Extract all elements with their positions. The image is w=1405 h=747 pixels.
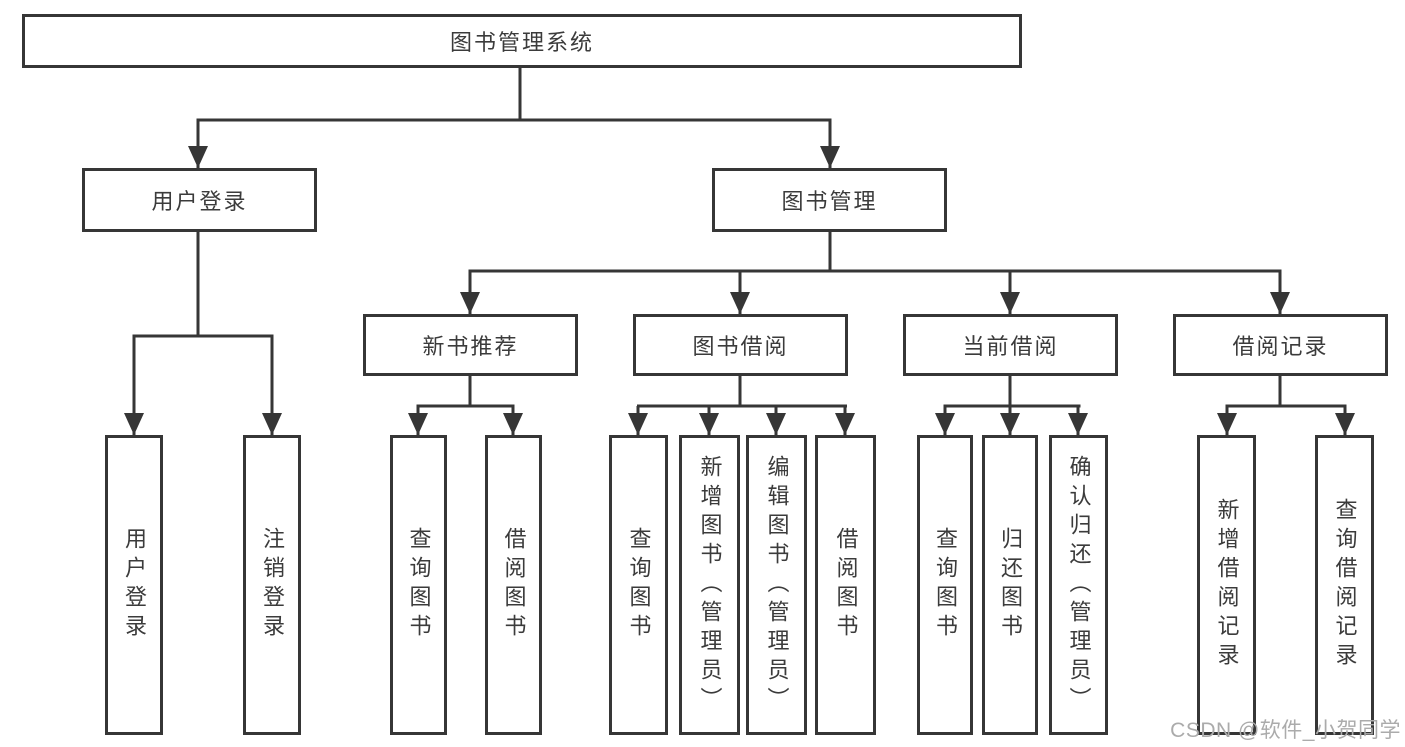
- node-borrow-records-label: 借阅记录: [1232, 334, 1329, 359]
- node-root-system: 图书管理系统: [22, 14, 1022, 68]
- node-new-book-recommend-label: 新书推荐: [422, 334, 519, 359]
- leaf-borrow-query-books-label: 查询图书: [626, 527, 652, 643]
- leaf-logout: 注销登录: [243, 435, 301, 735]
- leaf-borrow-edit-books-admin-label: 编辑图书（管理员）: [764, 454, 790, 716]
- node-new-book-recommend: 新书推荐: [363, 314, 578, 376]
- node-book-borrow: 图书借阅: [633, 314, 848, 376]
- leaf-current-return-books-label: 归还图书: [998, 527, 1023, 643]
- leaf-current-query-books: 查询图书: [917, 435, 973, 735]
- leaf-user-login: 用户登录: [105, 435, 163, 735]
- leaf-current-query-books-label: 查询图书: [933, 527, 958, 643]
- node-borrow-records: 借阅记录: [1173, 314, 1388, 376]
- leaf-newbook-borrow-books: 借阅图书: [485, 435, 542, 735]
- watermark: CSDN @软件_小贺同学: [1170, 719, 1401, 742]
- leaf-borrow-borrow-books: 借阅图书: [815, 435, 876, 735]
- leaf-records-query-record-label: 查询借阅记录: [1332, 498, 1358, 672]
- leaf-borrow-borrow-books-label: 借阅图书: [833, 527, 859, 643]
- leaf-newbook-query-books-label: 查询图书: [406, 527, 432, 643]
- node-user-login-label: 用户登录: [151, 189, 248, 214]
- node-current-borrow-label: 当前借阅: [962, 334, 1059, 359]
- leaf-logout-label: 注销登录: [260, 527, 285, 643]
- connector-arrows: [124, 120, 1355, 435]
- leaf-current-return-books: 归还图书: [982, 435, 1038, 735]
- leaf-records-query-record: 查询借阅记录: [1315, 435, 1374, 735]
- leaf-current-confirm-return-admin-label: 确认归还（管理员）: [1066, 454, 1092, 716]
- node-book-management-label: 图书管理: [781, 189, 878, 214]
- node-current-borrow: 当前借阅: [903, 314, 1118, 376]
- leaf-newbook-query-books: 查询图书: [390, 435, 447, 735]
- leaf-borrow-add-books-admin-label: 新增图书（管理员）: [697, 454, 723, 716]
- node-book-management: 图书管理: [712, 168, 947, 232]
- leaf-records-add-record-label: 新增借阅记录: [1214, 498, 1240, 672]
- leaf-current-confirm-return-admin: 确认归还（管理员）: [1049, 435, 1108, 735]
- node-root-label: 图书管理系统: [449, 30, 594, 55]
- leaf-borrow-add-books-admin: 新增图书（管理员）: [679, 435, 740, 735]
- leaf-user-login-label: 用户登录: [122, 527, 147, 643]
- leaf-records-add-record: 新增借阅记录: [1197, 435, 1256, 735]
- node-user-login: 用户登录: [82, 168, 317, 232]
- leaf-newbook-borrow-books-label: 借阅图书: [501, 527, 527, 643]
- connector-trunks: [132, 68, 1347, 408]
- leaf-borrow-edit-books-admin: 编辑图书（管理员）: [746, 435, 807, 735]
- node-book-borrow-label: 图书借阅: [692, 334, 789, 359]
- leaf-borrow-query-books: 查询图书: [609, 435, 668, 735]
